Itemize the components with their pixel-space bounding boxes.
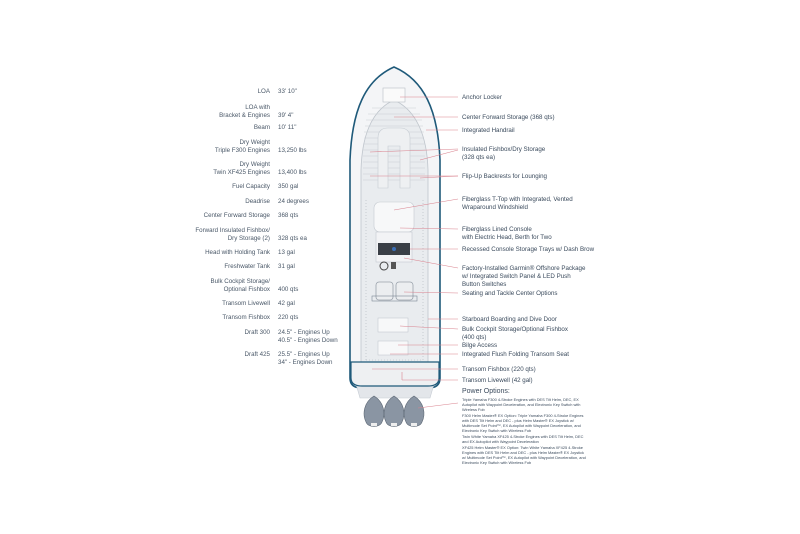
bulk-cockpit-storage <box>377 317 409 333</box>
spec-label: Center Forward Storage <box>203 212 270 219</box>
spec-label: LOA <box>257 88 270 95</box>
spec-label: Head with Holding Tank <box>205 249 270 256</box>
spec-value: 42 gal <box>278 300 295 307</box>
spec-value: 400 qts <box>278 286 299 293</box>
power-option: Twin White Yamaha XF425 4-Stroke Engines… <box>462 434 584 444</box>
callout-label: Anchor Locker <box>462 94 502 101</box>
engine-center <box>383 395 405 427</box>
power-option: F300 Helm Master® EX Option: Triple Yama… <box>462 413 584 433</box>
spec-value: 33' 10" <box>278 88 297 95</box>
callout-label: Starboard Boarding and Dive Door <box>462 316 557 323</box>
callout-label: Transom Fishbox (220 qts) <box>462 366 536 373</box>
spec-value: 10' 11" <box>278 124 297 131</box>
spec-label: Draft 425 <box>244 351 270 358</box>
callout-label: Recessed Console Storage Trays w/ Dash B… <box>462 246 595 253</box>
spec-value: 350 gal <box>278 183 299 190</box>
callout-label: Bulk Cockpit Storage/Optional Fishbox(40… <box>462 326 568 341</box>
power-option: Triple Yamaha F300 4-Stroke Engines with… <box>462 397 581 412</box>
callout-label: Transom Livewell (42 gal) <box>462 377 533 384</box>
spec-label: Beam <box>253 124 270 131</box>
callout-label: Factory-Installed Garmin® Offshore Packa… <box>462 265 586 288</box>
callout-label: Fiberglass T-Top with Integrated, Vented… <box>462 196 573 211</box>
spec-value: 31 gal <box>278 263 295 270</box>
anchor-locker <box>382 87 406 103</box>
spec-label: Deadrise <box>245 198 270 205</box>
spec-value: 220 qts <box>278 314 299 321</box>
spec-label: Transom Livewell <box>222 300 270 307</box>
spec-label: Fuel Capacity <box>232 183 270 190</box>
callout-label: Insulated Fishbox/Dry Storage(328 qts ea… <box>462 146 546 161</box>
engine-starboard <box>403 395 425 427</box>
spec-value: 368 qts <box>278 212 299 219</box>
power-options: Power Options: Triple Yamaha F300 4-Stro… <box>462 387 587 465</box>
power-option: XF425 Helm Master® EX Option: Twin White… <box>462 445 586 465</box>
spec-value: 13,250 lbs <box>278 147 307 154</box>
callout-label: Integrated Handrail <box>462 127 515 134</box>
spec-value: 13 gal <box>278 249 295 256</box>
outboard-engines <box>363 395 425 427</box>
spec-label: Draft 300 <box>244 329 270 336</box>
t-top <box>373 201 415 233</box>
bilge-access <box>377 340 409 356</box>
callout-label: Flip-Up Backrests for Lounging <box>462 173 547 180</box>
spec-label: Forward Insulated Fishbox/Dry Storage (2… <box>195 227 270 242</box>
spec-label: Bulk Cockpit Storage/Optional Fishbox <box>210 278 271 293</box>
seating-right <box>395 281 414 301</box>
spec-label: Transom Fishbox <box>222 314 270 321</box>
spec-value: 328 qts ea <box>278 235 307 242</box>
callout-label: Bilge Access <box>462 342 498 349</box>
callout-label: Seating and Tackle Center Options <box>462 290 558 297</box>
spec-value: 39' 4" <box>278 112 294 119</box>
engine-port <box>363 395 385 427</box>
spec-label: Freshwater Tank <box>224 263 270 270</box>
spec-value: 13,400 lbs <box>278 169 307 176</box>
callout-label: Integrated Flush Folding Transom Seat <box>462 351 569 358</box>
callout-label: Center Forward Storage (368 qts) <box>462 114 555 121</box>
seating-left <box>375 281 394 301</box>
leader-lines <box>369 96 459 409</box>
power-options-title: Power Options: <box>462 388 510 395</box>
spec-value: 24 degrees <box>278 198 309 205</box>
